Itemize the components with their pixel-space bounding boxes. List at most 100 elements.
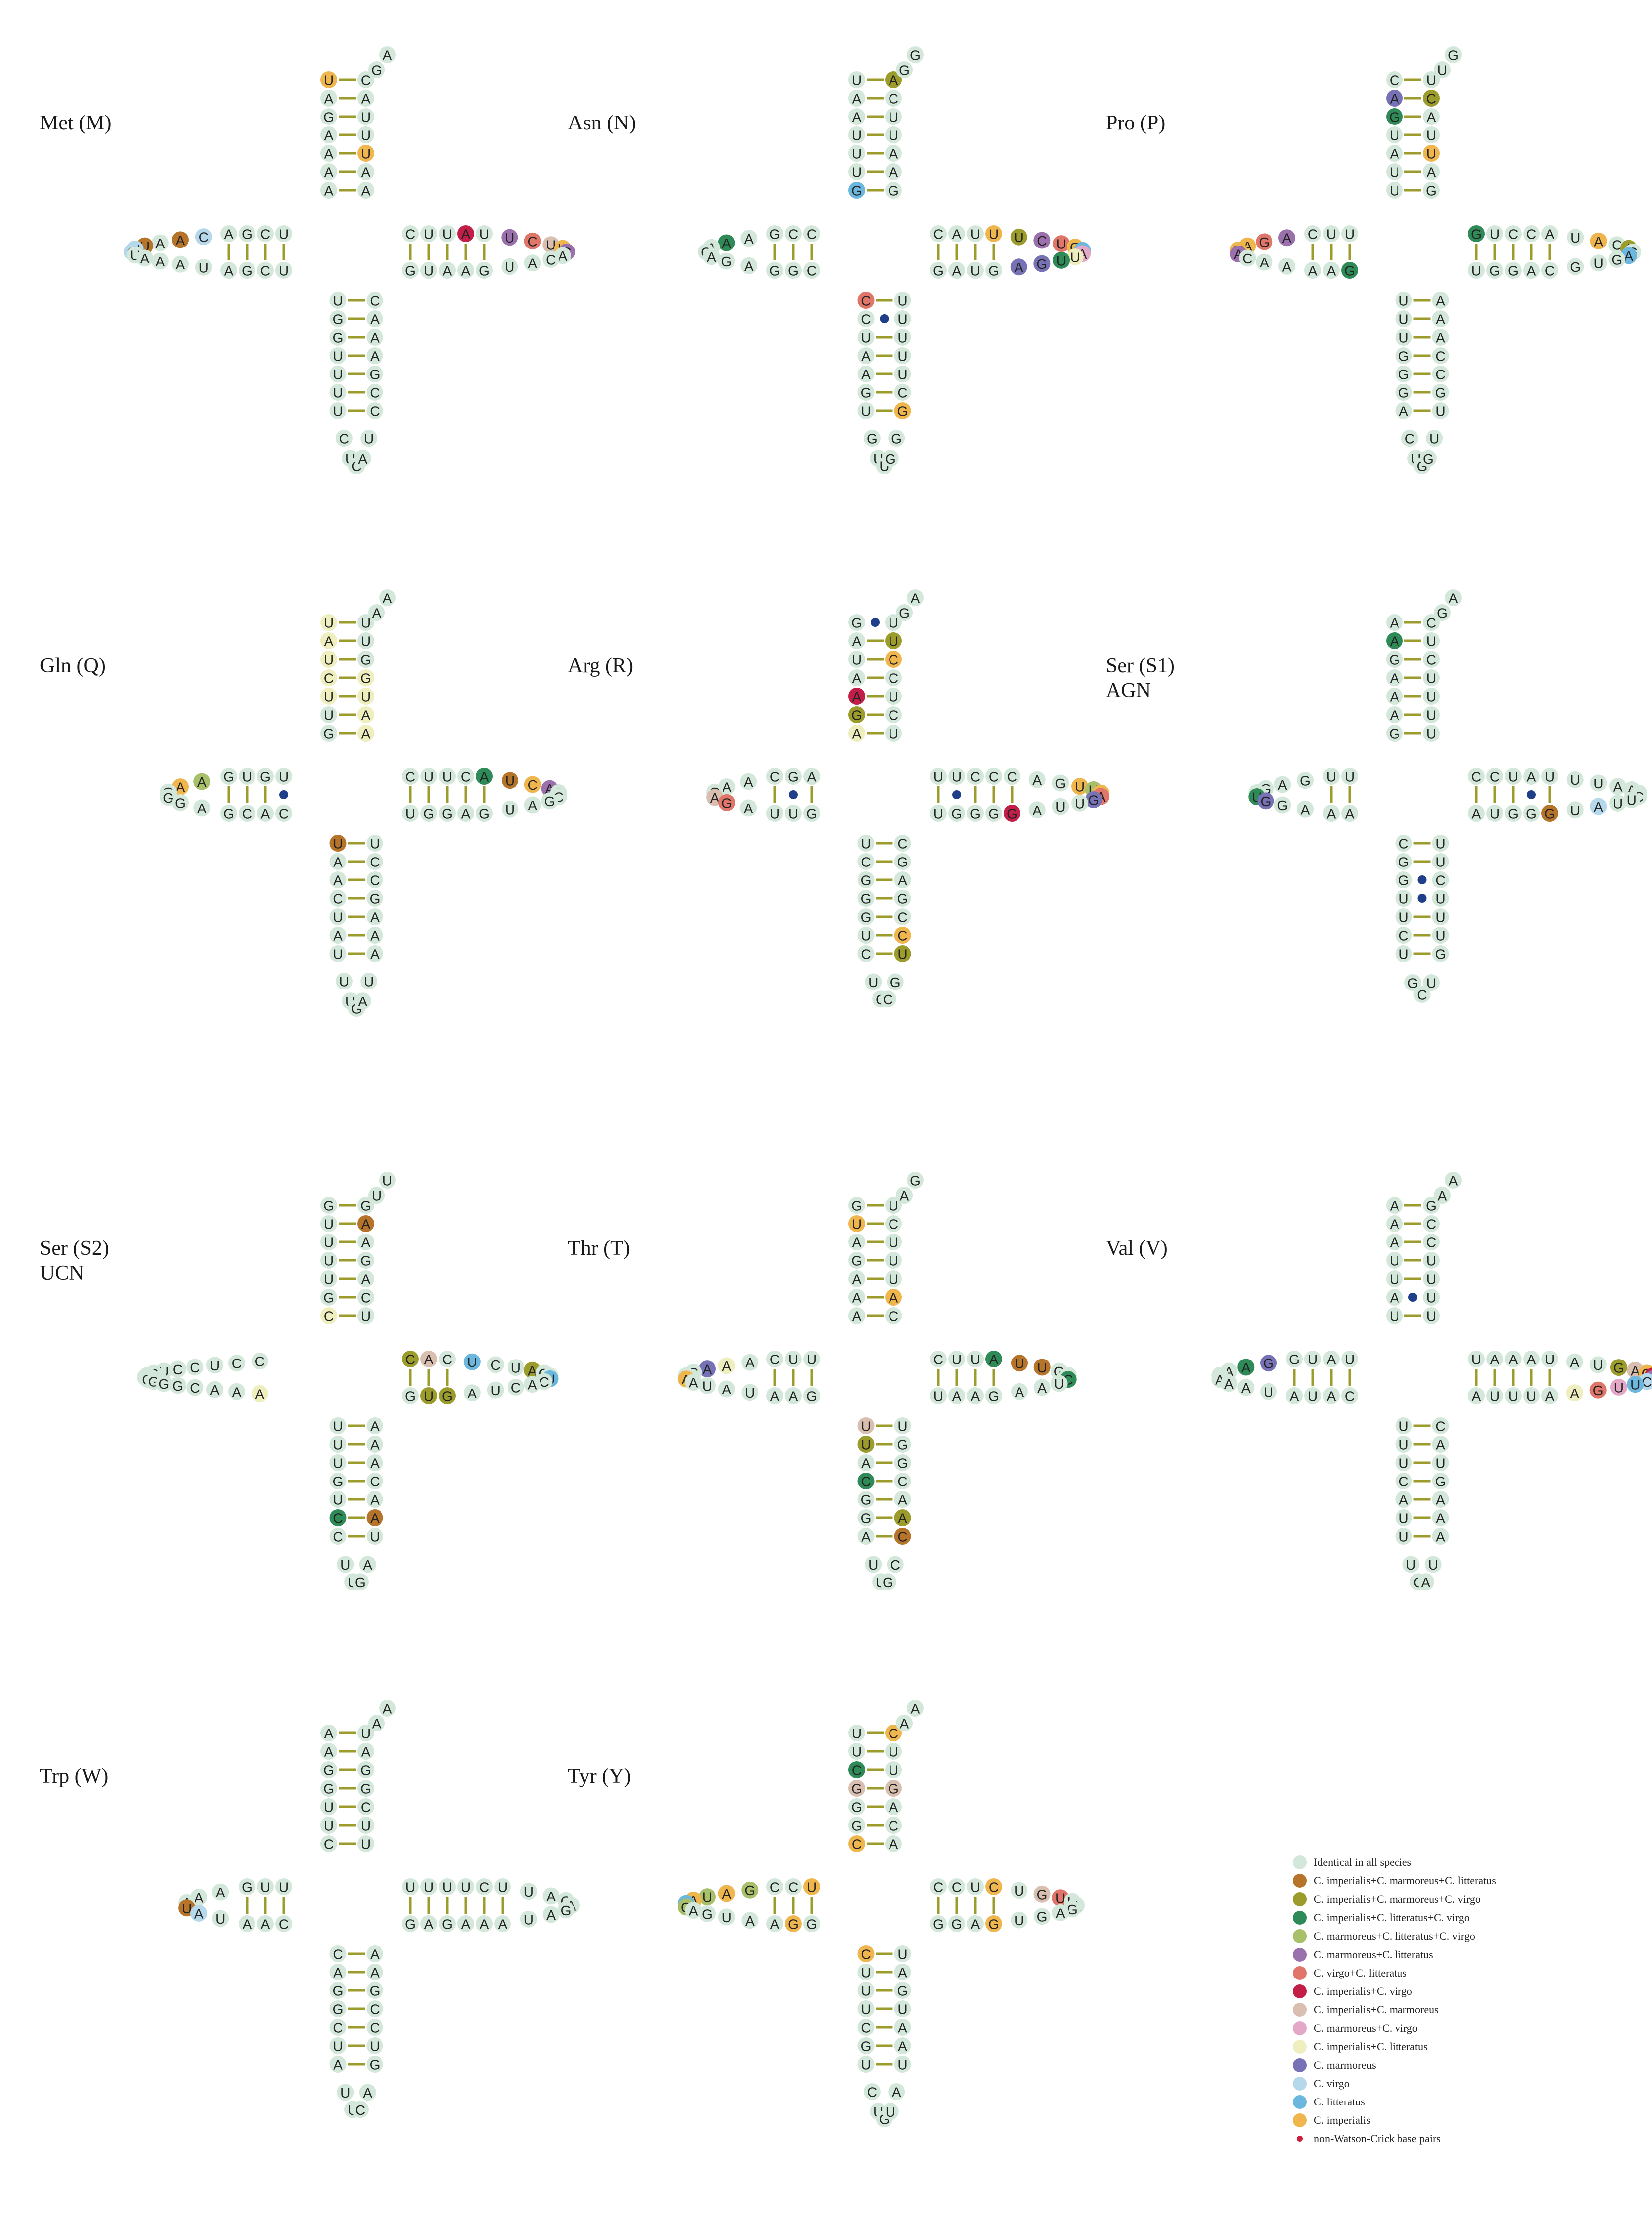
- t-stem-5p-nt-letter: A: [1527, 769, 1536, 785]
- t-stem-3p-nt: A: [948, 262, 965, 279]
- acceptor-5p-nt-dot: [320, 108, 337, 125]
- d-loop-nt: C: [186, 1359, 204, 1376]
- anticodon-stem-5p-nt-letter: G: [1398, 349, 1409, 364]
- acceptor-5p-nt-dot: [1386, 725, 1403, 742]
- d-stem-5p-nt: C: [766, 768, 783, 785]
- t-stem-3p-nt-letter: G: [988, 1917, 999, 1932]
- panel-title: Arg (R): [568, 654, 633, 677]
- acceptor-tail-nt: A: [896, 1187, 913, 1204]
- d-stem-3p-nt-letter: C: [242, 806, 252, 822]
- d-stem-3p-nt-dot: [1304, 262, 1321, 279]
- acceptor-5p-nt-dot: [320, 725, 337, 742]
- t-stem-5p-nt-letter: C: [1490, 769, 1500, 785]
- anticodon-loop-nt-letter: G: [1423, 451, 1434, 467]
- anticodon-stem-5p-nt-dot: [1395, 890, 1412, 907]
- d-loop-nt: U: [206, 1357, 223, 1374]
- acceptor-5p-nt: A: [1386, 1289, 1403, 1306]
- d-loop-nt-dot: [703, 248, 720, 265]
- t-stem-3p-nt-dot: [985, 262, 1002, 279]
- anticodon-loop-nt-letter: G: [883, 1575, 893, 1590]
- anticodon-stem-5p-nt-letter: A: [861, 367, 871, 382]
- anticodon-stem-3p-nt-dot: [894, 366, 911, 382]
- acceptor-5p-nt-letter: G: [851, 616, 862, 631]
- acceptor-3p-nt-dot: [357, 651, 374, 668]
- acceptor-5p-nt-letter: U: [324, 73, 334, 88]
- d-stem-3p-nt: A: [766, 1915, 783, 1932]
- t-loop-nt-dot: [524, 796, 541, 814]
- anticodon-stem-3p-nt-dot: [894, 292, 911, 309]
- t-loop-nt-dot: [1608, 250, 1626, 268]
- anticodon-loop-nt: U: [360, 430, 378, 447]
- t-stem-3p-nt-letter: G: [933, 1917, 944, 1932]
- t-loop-nt-letter: U: [1614, 1380, 1624, 1395]
- acceptor-3p-nt: G: [357, 651, 374, 668]
- anticodon-pair-noncanonical-pair: [1417, 894, 1427, 903]
- t-stem-3p-nt-letter: U: [1526, 1389, 1536, 1404]
- t-loop-nt-letter: A: [1056, 1905, 1065, 1921]
- acceptor-3p-nt: A: [357, 1270, 374, 1287]
- t-loop-nt: G: [1589, 1381, 1607, 1399]
- d-stem-5p-nt: G: [1286, 1351, 1303, 1367]
- anticodon-stem-3p-nt: A: [1432, 329, 1449, 346]
- anticodon-stem-3p-nt: C: [894, 835, 911, 852]
- acceptor-5p-nt-dot: [320, 163, 337, 180]
- acceptor-3p-nt-letter: U: [361, 689, 371, 705]
- anticodon-stem-5p-nt-letter: G: [333, 1474, 344, 1489]
- acceptor-3p-nt: A: [357, 163, 374, 180]
- anticodon-stem-5p-nt: A: [329, 1964, 347, 1980]
- d-loop-nt: A: [740, 799, 757, 817]
- acceptor-tail-nt: A: [368, 1715, 385, 1731]
- panel-title: Pro (P): [1106, 112, 1165, 134]
- d-stem-3p-nt: C: [275, 805, 292, 822]
- anticodon-stem-5p-nt: U: [1395, 890, 1412, 907]
- t-loop-nt-dot: [541, 792, 558, 810]
- anticodon-stem-5p-nt-letter: C: [1398, 928, 1408, 944]
- d-stem-5p-nt-letter: C: [1308, 227, 1318, 242]
- panel-title: UCN: [40, 1262, 84, 1285]
- acceptor-3p-nt: C: [885, 90, 902, 107]
- anticodon-stem-5p-nt-letter: U: [861, 2057, 871, 2073]
- legend-label: C. marmoreus+C. litteratus+C. virgo: [1314, 1930, 1475, 1942]
- d-stem-3p-nt: A: [766, 1387, 783, 1404]
- t-stem-3p-nt: U: [930, 1387, 947, 1404]
- d-loop-nt-letter: U: [215, 1911, 225, 1927]
- legend-label: C. marmoreus: [1314, 2059, 1376, 2071]
- d-stem-3p-nt-letter: G: [806, 1917, 817, 1932]
- t-loop-nt-letter: A: [558, 248, 568, 264]
- d-loop-nt: A: [741, 1912, 759, 1929]
- anticodon-stem-3p-nt-letter: A: [370, 1511, 380, 1526]
- anticodon-stem-5p-nt-letter: U: [1398, 1511, 1408, 1526]
- acceptor-5p-nt: A: [848, 90, 865, 107]
- d-stem-3p-nt: A: [1323, 262, 1340, 279]
- anticodon-stem-5p-nt: U: [857, 1982, 875, 1999]
- acceptor-3p-nt-letter: U: [889, 1763, 898, 1778]
- acceptor-3p-nt-letter: U: [889, 128, 898, 143]
- d-loop-nt-letter: A: [745, 1913, 755, 1929]
- acceptor-5p-nt: U: [848, 126, 865, 143]
- anticodon-stem-3p-nt-dot: [894, 835, 911, 852]
- acceptor-5p-nt: U: [320, 688, 337, 705]
- acceptor-5p-nt: G: [320, 108, 337, 125]
- d-stem-5p-nt-letter: G: [1289, 1352, 1300, 1367]
- anticodon-loop-nt: A: [354, 992, 371, 1010]
- anticodon-stem-5p-nt: U: [329, 908, 347, 925]
- anticodon-loop-nt-letter: A: [358, 994, 367, 1009]
- d-stem-3p-nt: G: [220, 805, 237, 822]
- anticodon-stem-5p-nt-letter: U: [333, 910, 343, 925]
- anticodon-stem-3p-nt: A: [1432, 292, 1449, 309]
- t-stem-5p-nt-letter: U: [970, 1352, 980, 1367]
- t-loop-nt: U: [1010, 228, 1027, 246]
- d-loop-nt: U: [195, 258, 212, 276]
- anticodon-stem-3p-nt-letter: A: [370, 910, 380, 925]
- anticodon-stem-3p-nt-dot: [366, 871, 383, 888]
- d-loop-nt-dot: [251, 1353, 268, 1370]
- d-loop-nt-letter: C: [173, 1362, 183, 1377]
- anticodon-stem-5p-nt: C: [329, 1509, 347, 1526]
- acceptor-3p-nt: A: [1423, 163, 1440, 180]
- t-loop-nt: A: [1566, 1353, 1583, 1370]
- d-loop-nt-letter: C: [190, 1380, 200, 1396]
- anticodon-stem-3p-nt-letter: A: [898, 2039, 907, 2054]
- t-stem-5p-nt: U: [948, 1351, 965, 1367]
- d-stem-5p-nt-letter: U: [260, 1880, 270, 1895]
